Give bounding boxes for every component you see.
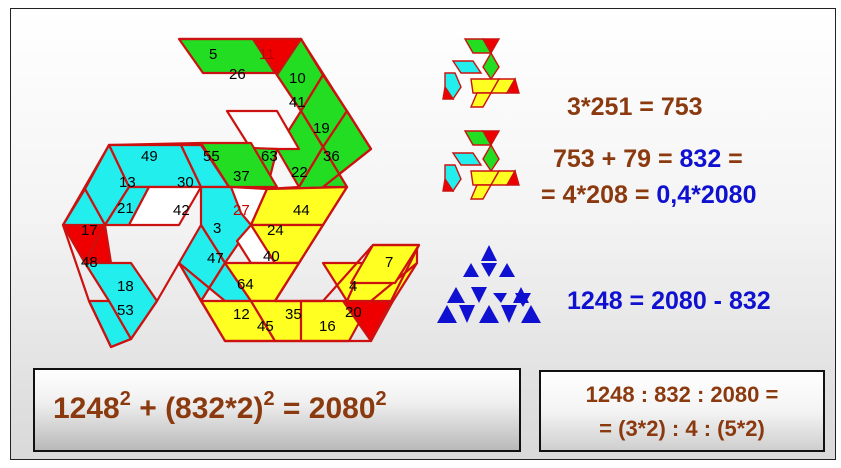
cell-number: 18 <box>117 278 134 295</box>
cell-number: 48 <box>81 254 98 271</box>
formula-exponent: 2 <box>376 388 387 410</box>
ratio-line-1: 1248 : 832 : 2080 = <box>541 382 823 408</box>
cell-number: 10 <box>289 70 306 87</box>
formula-term: 1248 <box>53 392 120 425</box>
equation-part: 0,4*2080 <box>656 181 756 209</box>
cell-number: 26 <box>229 66 246 83</box>
pythagorean-formula-box: 12482 + (832*2)2 = 20802 <box>33 368 521 452</box>
cell-number: 22 <box>291 164 308 181</box>
picture-frame: 5 26 11 10 41 19 36 22 63 55 37 49 13 30… <box>10 8 836 460</box>
equation-2-line-2: = 4*208 = 0,4*2080 <box>541 181 757 210</box>
cell-number: 12 <box>233 306 250 323</box>
cell-number: 55 <box>203 148 220 165</box>
swirl-icon <box>443 39 519 107</box>
formula-term: = 2080 <box>275 392 376 425</box>
pythagorean-formula: 12482 + (832*2)2 = 20802 <box>53 392 387 426</box>
cell-number: 47 <box>207 250 224 267</box>
cell-number: 45 <box>257 318 274 335</box>
cell-number: 13 <box>119 174 136 191</box>
ratio-box: 1248 : 832 : 2080 = = (3*2) : 4 : (5*2) <box>539 370 825 452</box>
formula-exponent: 2 <box>263 388 274 410</box>
equation-1: 3*251 = 753 <box>567 93 703 122</box>
cell-number: 64 <box>237 276 254 293</box>
cell-number: 19 <box>313 120 330 137</box>
formula-term: + (832*2) <box>131 392 264 425</box>
cell-number: 36 <box>323 148 340 165</box>
equation-part: 832 <box>680 145 722 173</box>
cell-number: 7 <box>385 254 393 271</box>
cell-number: 20 <box>345 304 362 321</box>
cell-number: 21 <box>117 200 134 217</box>
cell-number: 42 <box>173 202 190 219</box>
formula-exponent: 2 <box>120 388 131 410</box>
cell-number: 30 <box>177 174 194 191</box>
cell-number: 4 <box>349 278 357 295</box>
cell-number: 16 <box>319 318 336 335</box>
equation-part: 753 + 79 = <box>553 145 680 173</box>
cell-number: 44 <box>293 202 310 219</box>
cell-number: 17 <box>81 222 98 239</box>
blue-triangles-icon <box>437 245 541 323</box>
cell-number: 35 <box>285 306 302 323</box>
swirl-icon <box>443 131 519 199</box>
equation-part: = <box>721 145 743 173</box>
cell-number: 40 <box>263 248 280 265</box>
cell-number: 11 <box>259 46 275 63</box>
cell-number: 3 <box>213 220 221 237</box>
cell-number: 37 <box>233 168 250 185</box>
cell-number: 5 <box>209 46 217 63</box>
ratio-line-2: = (3*2) : 4 : (5*2) <box>541 416 823 442</box>
equation-part: = 4*208 = <box>541 181 656 209</box>
equation-2-line-1: 753 + 79 = 832 = <box>553 145 743 174</box>
cell-number: 49 <box>141 148 158 165</box>
equation-3: 1248 = 2080 - 832 <box>567 287 771 316</box>
cell-number: 63 <box>261 148 278 165</box>
cell-number: 27 <box>233 202 250 219</box>
cell-number: 41 <box>289 94 306 111</box>
cell-number: 24 <box>267 222 284 239</box>
cell-number: 53 <box>117 302 134 319</box>
